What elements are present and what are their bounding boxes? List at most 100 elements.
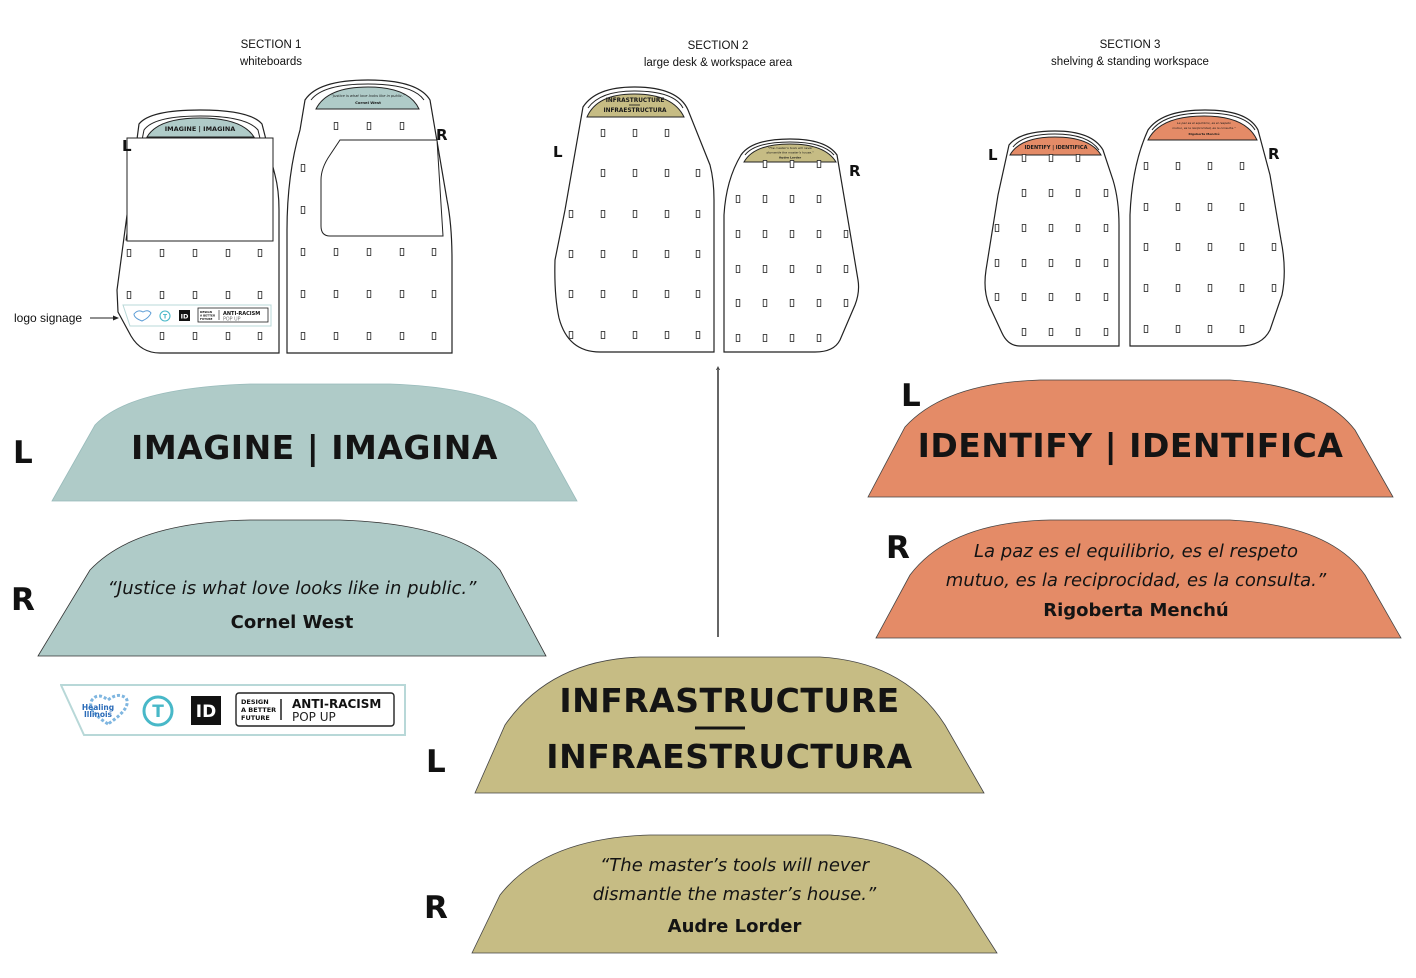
s3-right-mini-author: Rigoberta Menchú xyxy=(1189,132,1220,136)
s1-logo-signage-strip: T ID DESIGN A BETTER FUTURE ANTI-RACISM … xyxy=(122,304,272,327)
peg-hole xyxy=(1021,328,1027,336)
peg-hole xyxy=(126,249,132,257)
s3-right-mini-q2: mutuo, es la reciprocidad, es la consult… xyxy=(1172,126,1236,130)
infrastructure-line1: INFRASTRUCTURE xyxy=(559,681,900,720)
antiracism-line2: POP UP xyxy=(292,710,336,724)
s3-right-mini-sign xyxy=(1147,115,1258,141)
peg-hole xyxy=(1239,325,1245,333)
peg-hole xyxy=(300,164,306,172)
s1-left-mini-text: IMAGINE | IMAGINA xyxy=(165,125,236,134)
peg-hole xyxy=(399,122,405,130)
peg-hole xyxy=(816,299,822,307)
peg-hole xyxy=(843,265,849,273)
cornel-west-sign-shape xyxy=(37,519,547,657)
peg-hole xyxy=(664,169,670,177)
dabf-line1: DESIGN xyxy=(241,698,269,706)
s3-left-mini-sign xyxy=(1009,136,1102,156)
peg-hole xyxy=(1048,224,1054,232)
peg-hole xyxy=(159,291,165,299)
peg-hole xyxy=(1175,284,1181,292)
peg-hole xyxy=(816,160,822,168)
infrastructure-line2: INFRAESTRUCTURA xyxy=(546,737,913,776)
peg-hole xyxy=(600,250,606,258)
s2-right-mini-q1: “The master’s tools will never xyxy=(768,146,814,150)
section-1-title: SECTION 1 whiteboards xyxy=(196,37,346,71)
peg-hole xyxy=(159,332,165,340)
peg-hole xyxy=(762,160,768,168)
peg-hole xyxy=(994,293,1000,301)
peg-hole xyxy=(300,332,306,340)
peg-hole xyxy=(600,129,606,137)
s1-whiteboard xyxy=(126,137,274,242)
s1-right-label: R xyxy=(436,126,448,144)
infrastructure-side-label: L xyxy=(426,744,446,780)
peg-hole xyxy=(695,290,701,298)
peg-hole xyxy=(333,332,339,340)
section-2-right-panel: “The master’s tools will never dismantle… xyxy=(723,138,860,353)
section-1-right-panel: “Justice is what love looks like in publ… xyxy=(286,79,453,354)
healing-illinois-logo: Healing Illinois xyxy=(82,693,129,726)
t-circle-logo: T xyxy=(142,695,174,727)
peg-hole xyxy=(632,129,638,137)
peg-hole xyxy=(1239,203,1245,211)
peg-hole xyxy=(568,331,574,339)
peg-hole xyxy=(399,248,405,256)
peg-hole xyxy=(192,291,198,299)
peg-hole xyxy=(789,299,795,307)
section-3-subtitle: shelving & standing workspace xyxy=(1051,56,1209,68)
peg-hole xyxy=(994,259,1000,267)
imagine-sign-shape xyxy=(51,383,578,502)
s1-right-mini-author: Cornel West xyxy=(355,100,381,105)
peg-hole xyxy=(1207,203,1213,211)
antiracism-line1: ANTI-RACISM xyxy=(292,697,381,711)
svg-text:A BETTER: A BETTER xyxy=(200,314,216,318)
peg-hole xyxy=(664,129,670,137)
s2-left-mini-line2: INFRAESTRUCTURA xyxy=(603,108,667,114)
peg-hole xyxy=(735,299,741,307)
peg-hole xyxy=(1103,293,1109,301)
dabf-line3: FUTURE xyxy=(241,714,270,722)
audre-lorde-quote-block: “The master’s tools will never dismantle… xyxy=(472,851,997,942)
peg-hole xyxy=(789,230,795,238)
menchu-side-label: R xyxy=(886,530,910,566)
peg-hole xyxy=(366,248,372,256)
peg-hole xyxy=(1175,243,1181,251)
s3-left-mini-text: IDENTIFY | IDENTIFICA xyxy=(1025,145,1088,151)
cornel-west-side-label: R xyxy=(11,582,35,618)
peg-hole xyxy=(600,290,606,298)
peg-hole xyxy=(1048,154,1054,162)
cornel-west-quote: “Justice is what love looks like in publ… xyxy=(107,578,477,599)
peg-hole xyxy=(1143,325,1149,333)
peg-hole xyxy=(1048,189,1054,197)
peg-hole xyxy=(1207,243,1213,251)
peg-hole xyxy=(1048,293,1054,301)
s1-left-label: L xyxy=(122,137,132,155)
peg-hole xyxy=(431,332,437,340)
peg-hole xyxy=(843,230,849,238)
s3-right-mini-q1: La paz es el equilibrio, es el respeto xyxy=(1177,121,1231,125)
peg-hole xyxy=(632,290,638,298)
peg-hole xyxy=(600,331,606,339)
s1-right-mini-quote: “Justice is what love looks like in publ… xyxy=(331,94,405,98)
cornel-west-quote-block: “Justice is what love looks like in publ… xyxy=(38,574,546,638)
peg-hole xyxy=(1239,243,1245,251)
peg-hole xyxy=(632,331,638,339)
peg-hole xyxy=(568,250,574,258)
peg-hole xyxy=(664,331,670,339)
imagine-heading: IMAGINE | IMAGINA xyxy=(131,428,498,467)
peg-hole xyxy=(664,250,670,258)
large-signs xyxy=(37,379,1402,954)
peg-hole xyxy=(1239,284,1245,292)
s2-right-mini-q2: dismantle the master’s house.” xyxy=(766,151,814,155)
peg-hole xyxy=(1103,224,1109,232)
peg-hole xyxy=(816,195,822,203)
section-2-label: SECTION 2 xyxy=(687,40,749,52)
peg-hole xyxy=(1143,284,1149,292)
peg-hole xyxy=(695,250,701,258)
peg-hole xyxy=(735,195,741,203)
section-2-pointer-line xyxy=(717,369,719,637)
section-diagrams: IMAGINE | IMAGINA “Justice is what love … xyxy=(90,79,1285,370)
peg-hole xyxy=(632,210,638,218)
id-logo: ID xyxy=(191,696,221,725)
menchu-quote-line2: mutuo, es la reciprocidad, es la consult… xyxy=(945,570,1327,591)
